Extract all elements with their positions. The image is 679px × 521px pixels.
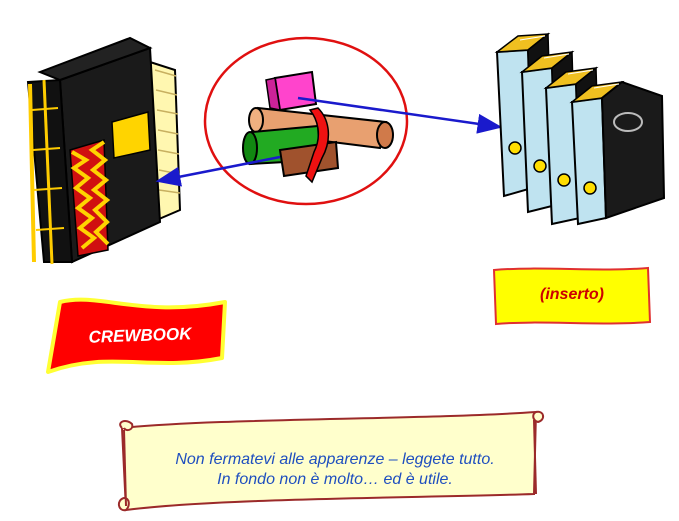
scroll-message: Non fermatevi alle apparenze – leggete t… [140,450,530,490]
arrow-to-crewbook [155,155,281,187]
binders-icon [494,32,666,226]
scroll-banner [118,410,544,512]
insert-box [492,266,652,326]
scroll-line-2: In fondo non è molto… ed è utile. [217,471,453,488]
arrow-to-binders [297,96,503,134]
insert-label: (inserto) [540,286,604,303]
highlight-circle [203,36,409,206]
books-and-scrolls-icon [242,70,394,184]
scroll-line-1: Non fermatevi alle apparenze – leggete t… [175,451,495,468]
crewbook-flag [46,297,227,374]
black-book-icon [26,36,182,265]
